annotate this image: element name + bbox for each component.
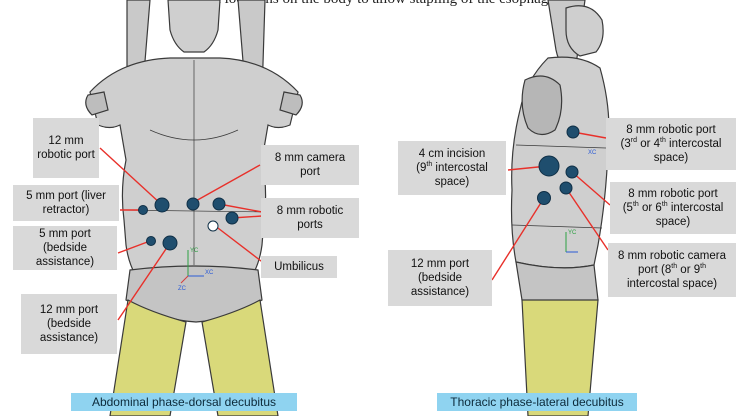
umbilicus-marker: [208, 221, 218, 231]
label-12mm-bedside: 12 mm port (bedside assistance): [21, 294, 117, 354]
label-5mm-liver-retractor: 5 mm port (liver retractor): [13, 185, 119, 221]
label-8mm-robotic-camera-thoracic-text: 8 mm robotic camera port (8th or 9th int…: [612, 249, 732, 291]
label-umbilicus-text: Umbilicus: [274, 260, 324, 274]
label-8mm-camera-port-text: 8 mm camera port: [265, 151, 355, 179]
lateral-mannequin: [512, 0, 610, 416]
port-5mm-liver: [139, 206, 148, 215]
caption-abdominal-phase: Abdominal phase-dorsal decubitus: [71, 393, 297, 411]
label-5mm-liver-retractor-text: 5 mm port (liver retractor): [17, 189, 115, 217]
axis-xc-right: XC: [588, 150, 597, 156]
label-8mm-robotic-upper: 8 mm robotic port(3rd or 4th intercostal…: [606, 118, 736, 170]
port-12mm-robotic: [155, 198, 169, 212]
label-8mm-robotic-camera-thoracic: 8 mm robotic camera port (8th or 9th int…: [608, 243, 736, 297]
axis-zc-left: ZC: [178, 286, 187, 292]
label-8mm-robotic-lower: 8 mm robotic port(5th or 6th intercostal…: [610, 182, 736, 234]
label-8mm-camera-port: 8 mm camera port: [261, 145, 359, 185]
axis-yc-left: YC: [190, 248, 199, 254]
label-8mm-robotic-ports-text: 8 mm robotic ports: [265, 204, 355, 232]
label-12mm-robotic-port-text: 12 mm robotic port: [37, 134, 95, 162]
port-8mm-robotic-b: [226, 212, 238, 224]
label-4cm-incision-text: 4 cm incision(9th intercostal space): [402, 147, 502, 189]
label-5mm-bedside: 5 mm port (bedside assistance): [13, 226, 117, 270]
incision-4cm: [539, 156, 559, 176]
axis-yc-right: YC: [568, 230, 577, 236]
label-8mm-robotic-upper-text: 8 mm robotic port(3rd or 4th intercostal…: [610, 123, 732, 165]
label-12mm-bedside-thoracic-text: 12 mm port (bedside assistance): [392, 257, 488, 299]
port-8mm-lower: [566, 166, 578, 178]
caption-thoracic-phase: Thoracic phase-lateral decubitus: [437, 393, 637, 411]
label-12mm-bedside-text: 12 mm port (bedside assistance): [25, 303, 113, 345]
port-12mm-bedside: [163, 236, 177, 250]
label-4cm-incision: 4 cm incision(9th intercostal space): [398, 141, 506, 195]
port-12mm-bedside-thoracic: [538, 192, 551, 205]
label-8mm-robotic-lower-text: 8 mm robotic port(5th or 6th intercostal…: [614, 187, 732, 229]
port-8mm-upper: [567, 126, 579, 138]
port-8mm-robotic-a: [213, 198, 225, 210]
label-8mm-robotic-ports: 8 mm robotic ports: [261, 198, 359, 238]
label-12mm-bedside-thoracic: 12 mm port (bedside assistance): [388, 250, 492, 306]
axis-xc-left: XC: [205, 270, 214, 276]
port-8mm-camera-thoracic: [560, 182, 572, 194]
label-12mm-robotic-port: 12 mm robotic port: [33, 118, 99, 178]
label-5mm-bedside-text: 5 mm port (bedside assistance): [17, 227, 113, 269]
port-5mm-bedside: [147, 237, 156, 246]
label-umbilicus: Umbilicus: [261, 256, 337, 278]
port-8mm-camera: [187, 198, 199, 210]
